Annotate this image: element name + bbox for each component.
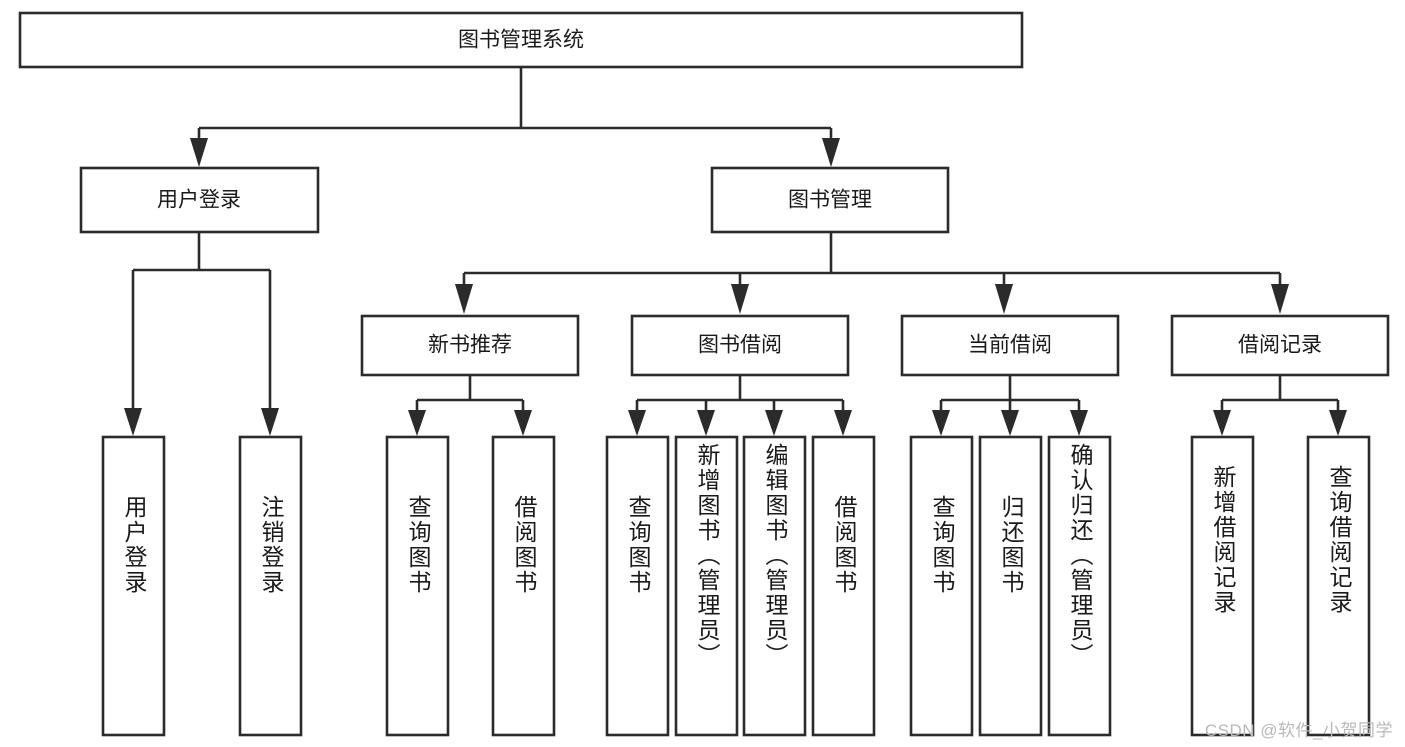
arrow-to-cb-leaf-1 [932,410,950,436]
arrow-to-bb-leaf-4 [834,410,852,436]
node-book-manage-label: 图书管理 [788,189,872,212]
arrow-to-nb-leaf-2 [514,410,532,436]
leaf-box-user-login[interactable] [101,435,166,737]
connectors-root-to-level2 [190,67,840,167]
arrow-to-br-leaf-2 [1329,410,1347,436]
arrow-to-nb-leaf-1 [408,410,426,436]
arrow-to-cb-leaf-2 [1001,410,1019,436]
leaf-box-cb-confirm-return[interactable] [1047,435,1112,737]
arrow-to-book-borrow [731,284,749,314]
arrow-to-user-login [190,138,208,167]
node-root-label: 图书管理系统 [458,29,584,52]
leaf-box-br-query-record[interactable] [1306,435,1371,737]
arrow-to-leaf-user-login [124,408,142,436]
arrow-to-br-leaf-1 [1213,410,1231,436]
watermark-text: CSDN @软件_小贺同学 [1204,721,1393,740]
arrow-to-borrow-record [1271,284,1289,314]
node-borrow-record-label: 借阅记录 [1238,334,1322,357]
leaf-box-nb-borrow-book[interactable] [491,435,556,737]
arrow-to-new-book-recommend [455,284,473,314]
connectors-bookmanage-to-level3 [455,232,1289,314]
node-user-login-label: 用户登录 [157,189,241,212]
node-root-box[interactable] [18,11,1024,69]
connectors-borrowrecord-to-leaves [1213,375,1347,436]
node-borrow-record-box[interactable] [1170,314,1390,377]
arrow-to-bb-leaf-1 [628,410,646,436]
node-current-borrow-label: 当前借阅 [968,334,1052,357]
leaf-box-bb-query-book[interactable] [605,435,670,737]
arrow-to-leaf-logout [261,408,279,436]
node-book-borrow-label: 图书借阅 [698,334,782,357]
connectors-newbook-to-leaves [408,375,532,436]
leaf-box-bb-add-book[interactable] [674,435,739,737]
arrow-to-bb-leaf-2 [697,410,715,436]
node-book-manage-box[interactable] [710,166,950,234]
leaf-box-br-add-record[interactable] [1190,435,1255,737]
arrow-to-bb-leaf-3 [765,410,783,436]
node-book-borrow-box[interactable] [630,314,850,377]
node-user-login-box[interactable] [79,166,320,234]
connectors-userlogin-to-leaves [124,232,279,436]
connectors-bookborrow-to-leaves [628,375,852,436]
node-new-book-recommend-box[interactable] [360,314,580,377]
arrow-to-current-borrow [995,284,1013,314]
connectors-currentborrow-to-leaves [932,375,1088,436]
arrow-to-book-manage [822,138,840,167]
leaf-box-bb-edit-book[interactable] [742,435,807,737]
leaf-box-nb-query-book[interactable] [385,435,450,737]
node-new-book-recommend-label: 新书推荐 [428,334,512,357]
arrow-to-cb-leaf-3 [1070,410,1088,436]
node-current-borrow-box[interactable] [900,314,1120,377]
leaf-box-bb-borrow-book[interactable] [811,435,876,737]
leaf-box-logout[interactable] [238,435,303,737]
leaf-box-cb-query-book[interactable] [909,435,974,737]
leaf-box-cb-return-book[interactable] [978,435,1043,737]
